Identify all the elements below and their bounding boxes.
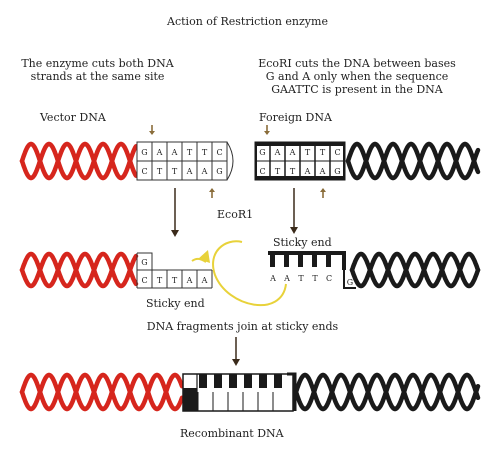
foreign-cut-top-arrow-head: [264, 131, 270, 135]
left-sticky-bottom-base: C: [141, 276, 147, 285]
right-note-line-3: GAATTC is present in the DNA: [271, 83, 443, 96]
foreign-top-base: G: [259, 148, 265, 157]
foreign-fragment-helix: [349, 251, 481, 289]
join-arrow-head: [232, 359, 240, 366]
vector-fragment-helix-strand: [19, 251, 139, 289]
recombinant-top-tooth: [259, 374, 267, 388]
foreign-bottom-base: A: [304, 167, 311, 176]
recombinant-foreign-helix-strand: [293, 372, 481, 412]
vector-bottom-base: G: [216, 167, 222, 176]
vector-fragment-helix: [19, 251, 139, 289]
vector-top-base: T: [187, 148, 193, 157]
vector-bottom-base: T: [172, 167, 178, 176]
right-sticky-top-base: A: [269, 274, 276, 283]
vector-top-base: C: [216, 148, 222, 157]
recombinant-dna-label: Recombinant DNA: [180, 427, 284, 440]
foreign-bottom-base: T: [275, 167, 281, 176]
recombinant-vector-helix: [19, 372, 185, 412]
recombinant-right-edge: [287, 372, 297, 411]
foreign-bottom-base: T: [290, 167, 296, 176]
left-note-line-2: strands at the same site: [30, 70, 165, 83]
right-sticky-tooth: [326, 253, 331, 267]
right-sticky-bottom-base: G: [347, 278, 353, 287]
foreign-top-base: T: [305, 148, 311, 157]
foreign-top-base: A: [274, 148, 281, 157]
vector-top-base: A: [156, 148, 163, 157]
recombinant-vector-helix-strand: [19, 372, 185, 412]
sticky-end-left-label: Sticky end: [146, 297, 205, 310]
right-sticky-top-base: T: [312, 274, 318, 283]
left-sticky-bottom-base: A: [201, 276, 208, 285]
cut-arrow-right-head: [290, 227, 298, 234]
right-sticky-top-strand: [268, 251, 346, 270]
left-sticky-top-edge: [137, 252, 153, 270]
recombinant-top-tooth: [214, 374, 222, 388]
right-sticky-tooth: [298, 253, 303, 267]
right-sticky-bottom-strand: [343, 270, 356, 289]
foreign-cut-bottom-arrow-head: [320, 188, 326, 192]
foreign-dna-helix-right-strand: [345, 141, 481, 181]
vector-top-base: T: [202, 148, 208, 157]
vector-top-base: G: [141, 148, 147, 157]
recombinant-top-tooth: [274, 374, 282, 388]
right-sticky-tooth: [270, 253, 275, 267]
foreign-dna-helix-right: [345, 141, 481, 181]
vector-dna-helix-left: [19, 141, 139, 181]
right-sticky-top-base: C: [326, 274, 332, 283]
recombinant-top-tooth: [229, 374, 237, 388]
right-sticky-tooth: [312, 253, 317, 267]
recombinant-vector-helix-strand: [19, 372, 185, 412]
left-sticky-bottom-base: A: [186, 276, 193, 285]
join-curve-tail: [191, 257, 207, 263]
vector-top-base: A: [171, 148, 178, 157]
right-note-line-1: EcoRI cuts the DNA between bases: [258, 57, 456, 70]
enzyme-label: EcoR1: [217, 208, 254, 221]
vector-bottom-base: A: [186, 167, 193, 176]
left-note-line-1: The enzyme cuts both DNA: [21, 57, 174, 70]
right-sticky-tooth: [284, 253, 289, 267]
foreign-dna-label: Foreign DNA: [259, 111, 332, 124]
foreign-bottom-base: A: [319, 167, 326, 176]
vector-bottom-base: T: [157, 167, 163, 176]
vector-cut-bottom-arrow-head: [209, 188, 215, 192]
left-sticky-top-base: G: [141, 258, 147, 267]
join-label: DNA fragments join at sticky ends: [146, 320, 339, 333]
recombinant-top-tooth: [199, 374, 207, 388]
cut-arrow-left-head: [171, 230, 179, 237]
vector-bottom-base: C: [141, 167, 147, 176]
right-note-line-2: G and A only when the sequence: [265, 70, 449, 83]
left-sticky-bottom-base: T: [172, 276, 178, 285]
foreign-top-base: C: [334, 148, 340, 157]
vector-bottom-base: A: [201, 167, 208, 176]
foreign-fragment-helix-strand: [349, 251, 481, 289]
vector-cut-top-arrow-head: [149, 131, 155, 135]
recombinant-left-block: [183, 388, 197, 411]
recombinant-top-tooth: [244, 374, 252, 388]
sticky-end-right-label: Sticky end: [273, 236, 332, 249]
foreign-top-base: A: [289, 148, 296, 157]
foreign-fragment-helix-strand: [349, 251, 481, 289]
right-sticky-top-base: T: [298, 274, 304, 283]
vector-site-end: [226, 141, 234, 181]
foreign-top-base: T: [320, 148, 326, 157]
join-curve: [212, 240, 287, 307]
recombinant-foreign-helix: [293, 372, 481, 412]
right-sticky-top-base: A: [283, 274, 290, 283]
left-sticky-bottom-base: T: [157, 276, 163, 285]
diagram-title: Action of Restriction enzyme: [167, 15, 328, 28]
foreign-bottom-base: C: [259, 167, 265, 176]
vector-dna-helix-left-strand: [19, 141, 139, 181]
vector-dna-label: Vector DNA: [40, 111, 106, 124]
foreign-bottom-base: G: [334, 167, 340, 176]
